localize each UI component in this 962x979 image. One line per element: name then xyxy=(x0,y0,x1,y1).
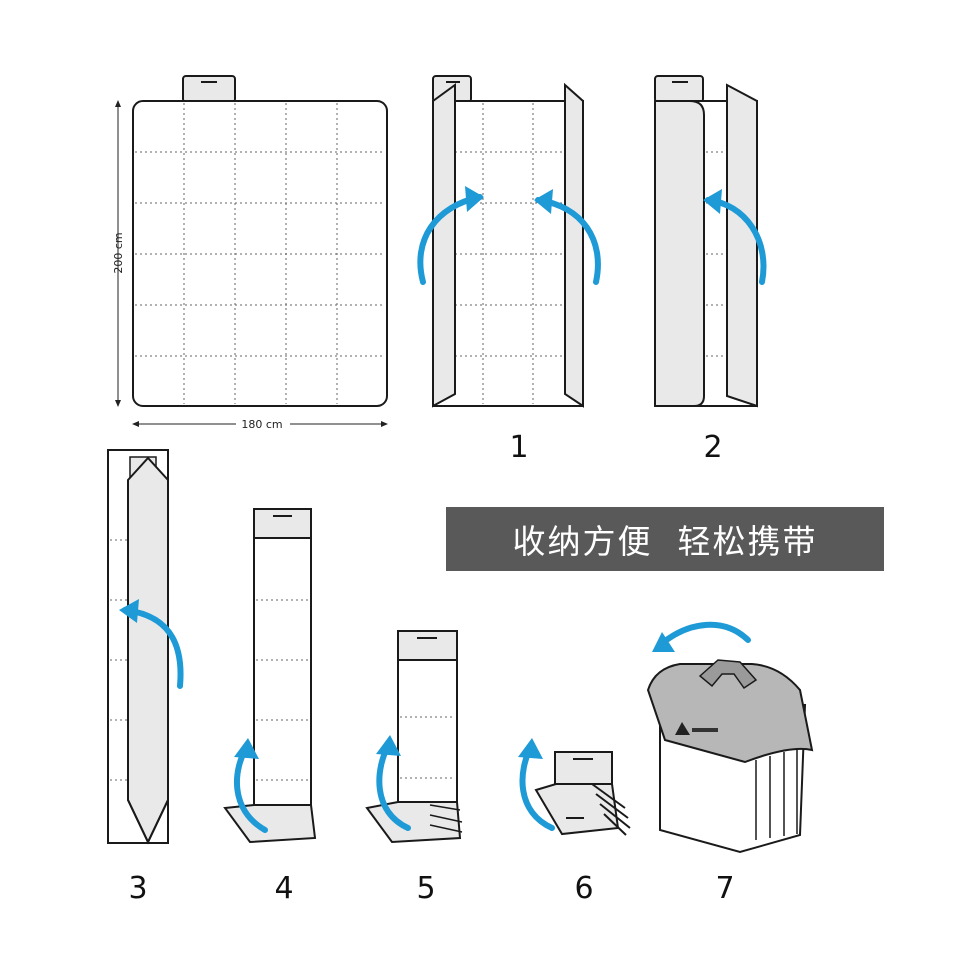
step-number-4: 4 xyxy=(274,871,293,906)
height-dimension: 200 cm xyxy=(112,100,125,407)
step-number-1: 1 xyxy=(509,430,528,465)
width-dimension: 180 cm xyxy=(132,416,388,432)
fold-arrow-icon xyxy=(657,621,751,648)
right-flap xyxy=(564,82,584,408)
caption-banner: 收纳方便 轻松携带 xyxy=(446,507,884,571)
step-5-illustration xyxy=(365,630,463,844)
step-number-6: 6 xyxy=(574,871,593,906)
left-flap xyxy=(432,83,456,408)
width-label: 180 cm xyxy=(241,418,282,431)
step-2-illustration xyxy=(654,75,767,408)
step-4-illustration xyxy=(223,508,317,844)
step-number-7: 7 xyxy=(715,871,734,906)
folded-panel xyxy=(654,100,705,407)
height-label: 200 cm xyxy=(112,232,125,273)
step-number-2: 2 xyxy=(703,430,722,465)
step-number-3: 3 xyxy=(128,871,147,906)
step-1-illustration xyxy=(417,75,601,408)
mat-grid xyxy=(135,103,385,404)
step-numbers: 1 2 3 4 5 6 7 xyxy=(128,430,734,906)
brand-logo-icon xyxy=(675,722,690,735)
step-6-illustration xyxy=(518,738,631,836)
mat-handle xyxy=(182,75,236,103)
folded-base xyxy=(223,804,317,844)
step-7-illustration xyxy=(646,621,814,854)
bag-handle xyxy=(698,659,758,690)
step-number-5: 5 xyxy=(416,871,435,906)
carry-bag-icon xyxy=(646,663,814,764)
folded-stack xyxy=(534,783,620,836)
right-flap xyxy=(726,83,758,408)
unfolded-mat xyxy=(132,75,388,407)
step-3-illustration xyxy=(107,449,184,845)
folded-strip xyxy=(127,456,169,845)
